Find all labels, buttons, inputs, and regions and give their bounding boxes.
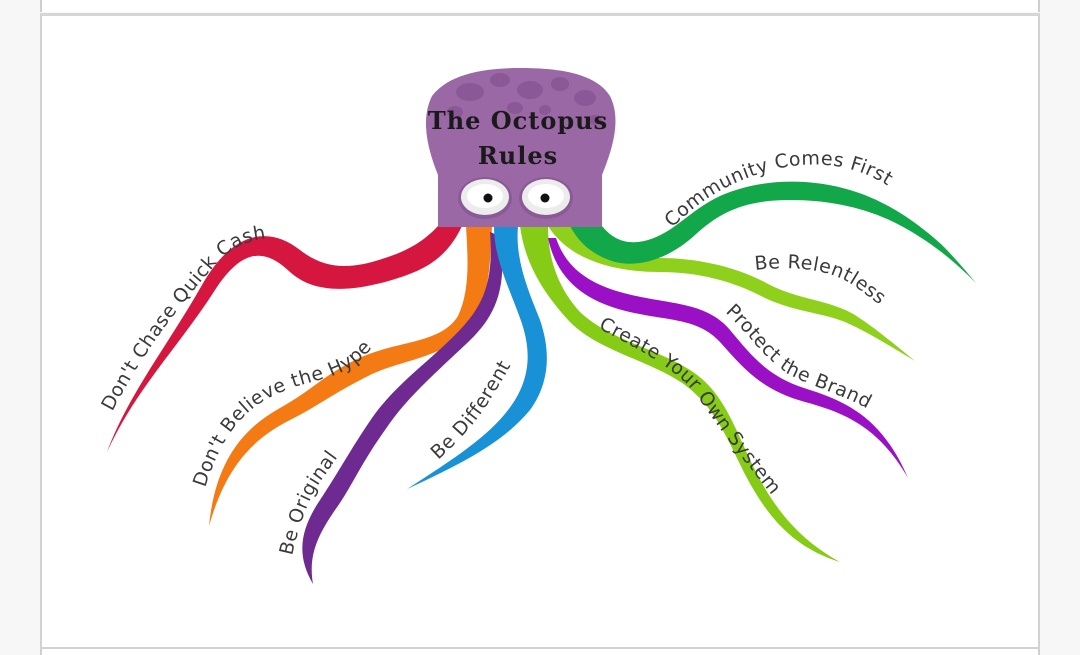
tentacle-green: [570, 181, 976, 283]
tentacle-red: [107, 226, 462, 452]
tentacle-violet: [548, 238, 908, 478]
octopus-head: The Octopus Rules: [425, 68, 616, 227]
title-line-1: The Octopus: [428, 106, 608, 135]
tentacles: [107, 181, 976, 584]
next-page-edge: [40, 649, 1040, 655]
previous-page-edge: [40, 0, 1040, 12]
left-pupil: [483, 193, 493, 203]
eyes: [458, 177, 573, 219]
title-line-2: Rules: [478, 141, 558, 170]
tentacle-blue: [407, 226, 547, 489]
right-pupil: [540, 193, 550, 203]
head-spots: [447, 73, 602, 125]
tentacle-orange: [209, 226, 492, 526]
